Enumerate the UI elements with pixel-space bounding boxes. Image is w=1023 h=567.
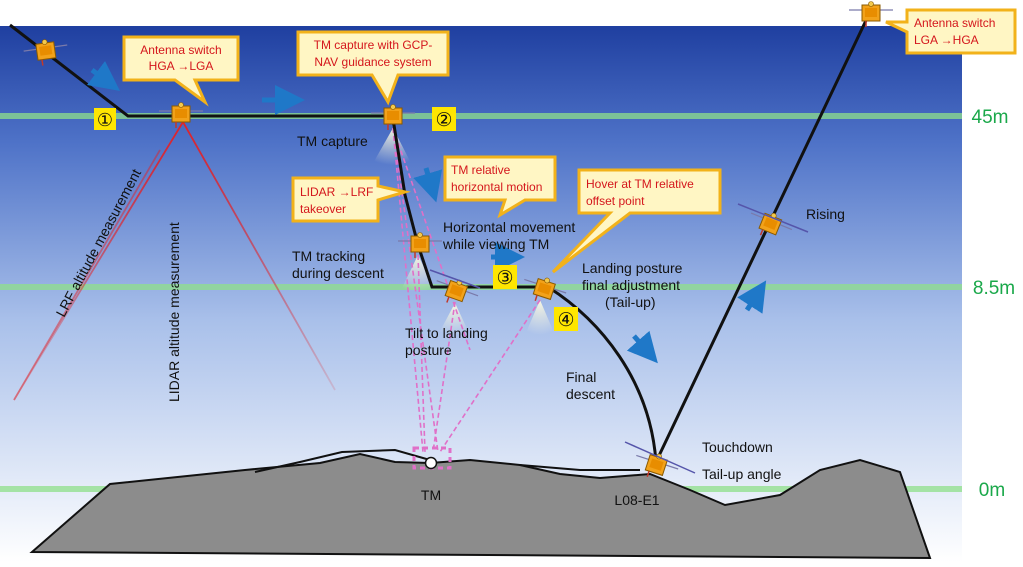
tilt-attitude-line [429, 269, 481, 289]
svg-text:offset point: offset point [586, 194, 645, 208]
label-rising: Rising [806, 206, 845, 222]
svg-text:NAV guidance system: NAV guidance system [314, 55, 431, 69]
label-landing-posture-1: Landing posture [582, 260, 683, 276]
svg-text:Antenna switch: Antenna switch [140, 43, 221, 57]
light-cone-2 [372, 128, 412, 165]
callout-tm-relative-motion: TM relative horizontal motion [443, 155, 557, 219]
ground-ridge [254, 448, 431, 473]
label-final-descent-1: Final [566, 369, 596, 385]
svg-text:horizontal motion: horizontal motion [451, 180, 542, 194]
altitude-label-0m: 0m [979, 480, 1005, 501]
callout-antenna-switch-2: Antenna switch LGA →HGA [885, 8, 1017, 55]
arrow-final-descent [626, 330, 658, 364]
svg-text:Antenna switch: Antenna switch [914, 16, 995, 30]
label-lidar-measurement: LIDAR altitude measurement [166, 222, 182, 402]
svg-text:②: ② [435, 110, 452, 131]
svg-text:①: ① [97, 110, 113, 130]
callout-tm-capture-gcp: TM capture with GCP- NAV guidance system [296, 30, 450, 106]
svg-text:TM relative: TM relative [451, 163, 511, 177]
step-badge-2: ② [432, 107, 456, 131]
label-tm-tracking-1: TM tracking [292, 248, 365, 264]
callout-hover-offset: Hover at TM relative offset point [551, 168, 722, 274]
step-badge-1: ① [94, 108, 116, 130]
ground-terrain [29, 452, 932, 560]
callout-antenna-switch-1: Antenna switch HGA →LGA [122, 35, 240, 107]
step-badge-3: ③ [493, 265, 517, 289]
label-landing-posture-3: (Tail-up) [605, 294, 656, 310]
label-horizontal-movement-2: while viewing TM [442, 236, 549, 252]
callout-lidar-lrf: LIDAR →LRF takeover [291, 176, 411, 223]
step-badge-4: ④ [554, 307, 578, 331]
label-tail-up-angle: Tail-up angle [702, 466, 782, 482]
label-tm-tracking-2: during descent [292, 265, 384, 281]
altitude-label-8-5m: 8.5m [973, 278, 1015, 299]
altitude-label-45m: 45m [972, 107, 1009, 128]
svg-text:TM capture with GCP-: TM capture with GCP- [314, 38, 433, 52]
label-landing-posture-2: final adjustment [582, 277, 680, 293]
ground-ridge-2 [519, 464, 640, 471]
svg-text:LGA →HGA: LGA →HGA [914, 33, 979, 47]
label-tm-capture: TM capture [297, 133, 368, 149]
tm-target-marker [412, 446, 452, 470]
label-tilt-1: Tilt to landing [405, 325, 488, 341]
motion-arrows [87, 61, 767, 364]
svg-text:Hover at TM relative: Hover at TM relative [586, 177, 694, 191]
trajectory-path [9, 11, 872, 468]
arrow-descend-tm [413, 167, 443, 203]
light-cone-4 [525, 300, 555, 335]
label-tilt-2: posture [405, 342, 452, 358]
tm-sight-lines [392, 127, 541, 453]
svg-text:HGA →LGA: HGA →LGA [149, 59, 214, 73]
label-final-descent-2: descent [566, 386, 615, 402]
svg-text:takeover: takeover [300, 202, 346, 216]
label-site: L08-E1 [614, 492, 659, 508]
label-touchdown: Touchdown [702, 439, 773, 455]
rising-attitude-line [737, 203, 809, 233]
svg-text:LIDAR →LRF: LIDAR →LRF [300, 185, 373, 199]
label-tm: TM [421, 487, 441, 503]
label-horizontal-movement-1: Horizontal movement [443, 219, 575, 235]
tail-up-angle-line [624, 441, 696, 474]
lrf-rays [13, 121, 336, 401]
arrow-descend-approach [87, 61, 120, 91]
arrow-rising [737, 280, 767, 314]
svg-text:④: ④ [557, 310, 574, 331]
svg-text:③: ③ [496, 268, 513, 289]
